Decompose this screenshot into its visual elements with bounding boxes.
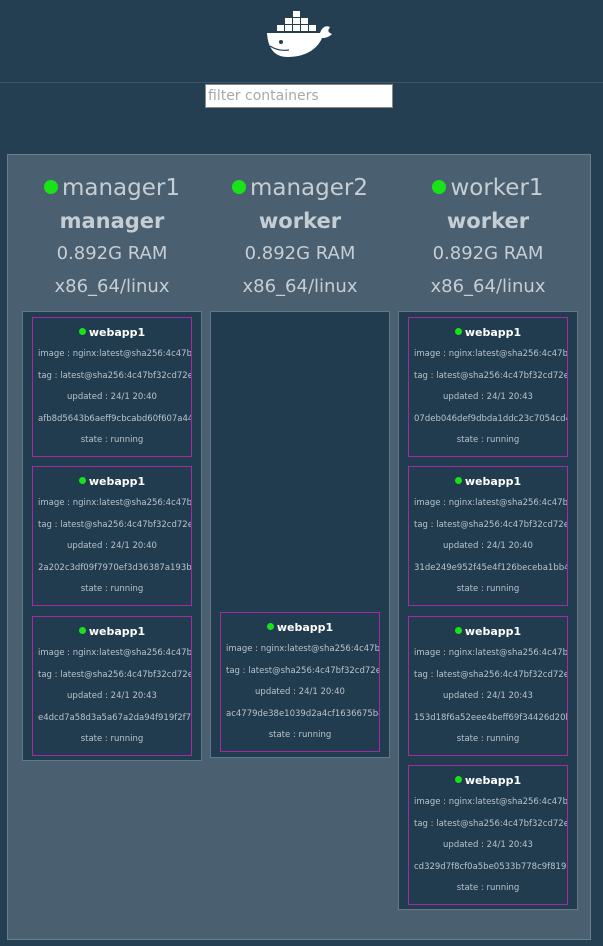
node-ram: 0.892G RAM [244, 243, 356, 264]
container-card[interactable]: webapp1 image : nginx:latest@sha256:4c47… [408, 317, 568, 457]
container-card[interactable]: webapp1 image : nginx:latest@sha256:4c47… [32, 317, 192, 457]
container-tag: tag : latest@sha256:4c47bf32cd72eaa [226, 666, 379, 676]
container-id: ac4779de38e1039d2a4cf1636675b8c [226, 709, 379, 719]
container-id: afb8d5643b6aeff9cbcabd60f607a4491 [38, 414, 191, 424]
container-id: 2a202c3df09f7970ef3d36387a193b8c [38, 563, 191, 573]
container-updated: updated : 24/1 20:43 [443, 691, 533, 701]
node-role: worker [446, 209, 530, 233]
container-list: webapp1 image : nginx:latest@sha256:4c47… [398, 311, 578, 910]
container-state: state : running [456, 883, 520, 893]
node-arch: x86_64/linux [242, 276, 358, 297]
status-running-icon [454, 477, 462, 484]
container-list: webapp1 image : nginx:latest@sha256:4c47… [210, 311, 390, 758]
container-card[interactable]: webapp1 image : nginx:latest@sha256:4c47… [32, 616, 192, 756]
filter-containers-input[interactable] [205, 84, 393, 108]
status-online-icon [432, 180, 447, 194]
status-running-icon [78, 627, 86, 634]
status-online-icon [43, 180, 58, 194]
status-running-icon [454, 776, 462, 783]
status-online-icon [231, 180, 246, 194]
docker-whale-icon[interactable] [264, 10, 334, 60]
container-state: state : running [80, 734, 144, 744]
node-arch: x86_64/linux [54, 276, 170, 297]
status-running-icon [454, 328, 462, 335]
container-image: image : nginx:latest@sha256:4c47bf32cd72… [414, 349, 567, 359]
container-tag: tag : latest@sha256:4c47bf32cd72eaa [38, 520, 191, 530]
node-name: worker1 [398, 173, 578, 203]
header [0, 0, 603, 83]
container-updated: updated : 24/1 20:43 [443, 392, 533, 402]
node-name: manager1 [22, 173, 202, 203]
container-image: image : nginx:latest@sha256:4c47bf32cd72… [414, 648, 567, 658]
node-ram: 0.892G RAM [56, 243, 168, 264]
container-state: state : running [456, 435, 520, 445]
container-card[interactable]: webapp1 image : nginx:latest@sha256:4c47… [408, 765, 568, 905]
container-tag: tag : latest@sha256:4c47bf32cd72eaa [414, 670, 567, 680]
container-state: state : running [80, 435, 144, 445]
container-state: state : running [456, 734, 520, 744]
status-running-icon [266, 623, 274, 630]
container-tag: tag : latest@sha256:4c47bf32cd72eaa [38, 670, 191, 680]
container-name: webapp1 [409, 475, 567, 488]
node-role: manager [59, 209, 165, 233]
container-updated: updated : 24/1 20:40 [67, 541, 157, 551]
container-updated: updated : 24/1 20:40 [67, 392, 157, 402]
container-updated: updated : 24/1 20:40 [255, 687, 345, 697]
container-state: state : running [456, 584, 520, 594]
container-image: image : nginx:latest@sha256:4c47bf32cd72… [38, 349, 191, 359]
container-name: webapp1 [409, 774, 567, 787]
status-running-icon [454, 627, 462, 634]
container-image: image : nginx:latest@sha256:4c47bf32cd72… [414, 498, 567, 508]
container-name: webapp1 [409, 326, 567, 339]
container-id: e4dcd7a58d3a5a67a2da94f919f2f762 [38, 713, 191, 723]
container-id: 31de249e952f45e4f126beceba1bb49 [414, 563, 567, 573]
container-card[interactable]: webapp1 image : nginx:latest@sha256:4c47… [408, 466, 568, 606]
container-image: image : nginx:latest@sha256:4c47bf32cd72… [226, 644, 379, 654]
cluster-panel: manager1 manager 0.892G RAM x86_64/linux… [7, 154, 591, 940]
container-name: webapp1 [221, 621, 379, 634]
container-updated: updated : 24/1 20:43 [443, 840, 533, 850]
container-id: cd329d7f8cf0a5be0533b778c9f81929 [414, 862, 567, 872]
node-ram: 0.892G RAM [432, 243, 544, 264]
container-image: image : nginx:latest@sha256:4c47bf32cd72… [414, 797, 567, 807]
node-name: manager2 [210, 173, 390, 203]
container-card[interactable]: webapp1 image : nginx:latest@sha256:4c47… [220, 612, 380, 752]
container-tag: tag : latest@sha256:4c47bf32cd72eaa [414, 819, 567, 829]
container-state: state : running [268, 730, 332, 740]
container-updated: updated : 24/1 20:40 [443, 541, 533, 551]
container-card[interactable]: webapp1 image : nginx:latest@sha256:4c47… [408, 616, 568, 756]
container-name: webapp1 [33, 625, 191, 638]
container-tag: tag : latest@sha256:4c47bf32cd72eaa [414, 371, 567, 381]
container-name: webapp1 [33, 475, 191, 488]
container-list: webapp1 image : nginx:latest@sha256:4c47… [22, 311, 202, 761]
container-id: 07deb046def9dbda1ddc23c7054cd42 [414, 414, 567, 424]
container-card[interactable]: webapp1 image : nginx:latest@sha256:4c47… [32, 466, 192, 606]
node-role: worker [258, 209, 342, 233]
container-name: webapp1 [409, 625, 567, 638]
container-name: webapp1 [33, 326, 191, 339]
container-state: state : running [80, 584, 144, 594]
status-running-icon [78, 477, 86, 484]
container-updated: updated : 24/1 20:43 [67, 691, 157, 701]
container-image: image : nginx:latest@sha256:4c47bf32cd72… [38, 498, 191, 508]
container-tag: tag : latest@sha256:4c47bf32cd72eaa [414, 520, 567, 530]
node-arch: x86_64/linux [430, 276, 546, 297]
container-tag: tag : latest@sha256:4c47bf32cd72eaa [38, 371, 191, 381]
status-running-icon [78, 328, 86, 335]
container-id: 153d18f6a52eee4beff69f34426d20b6 [414, 713, 567, 723]
container-image: image : nginx:latest@sha256:4c47bf32cd72… [38, 648, 191, 658]
